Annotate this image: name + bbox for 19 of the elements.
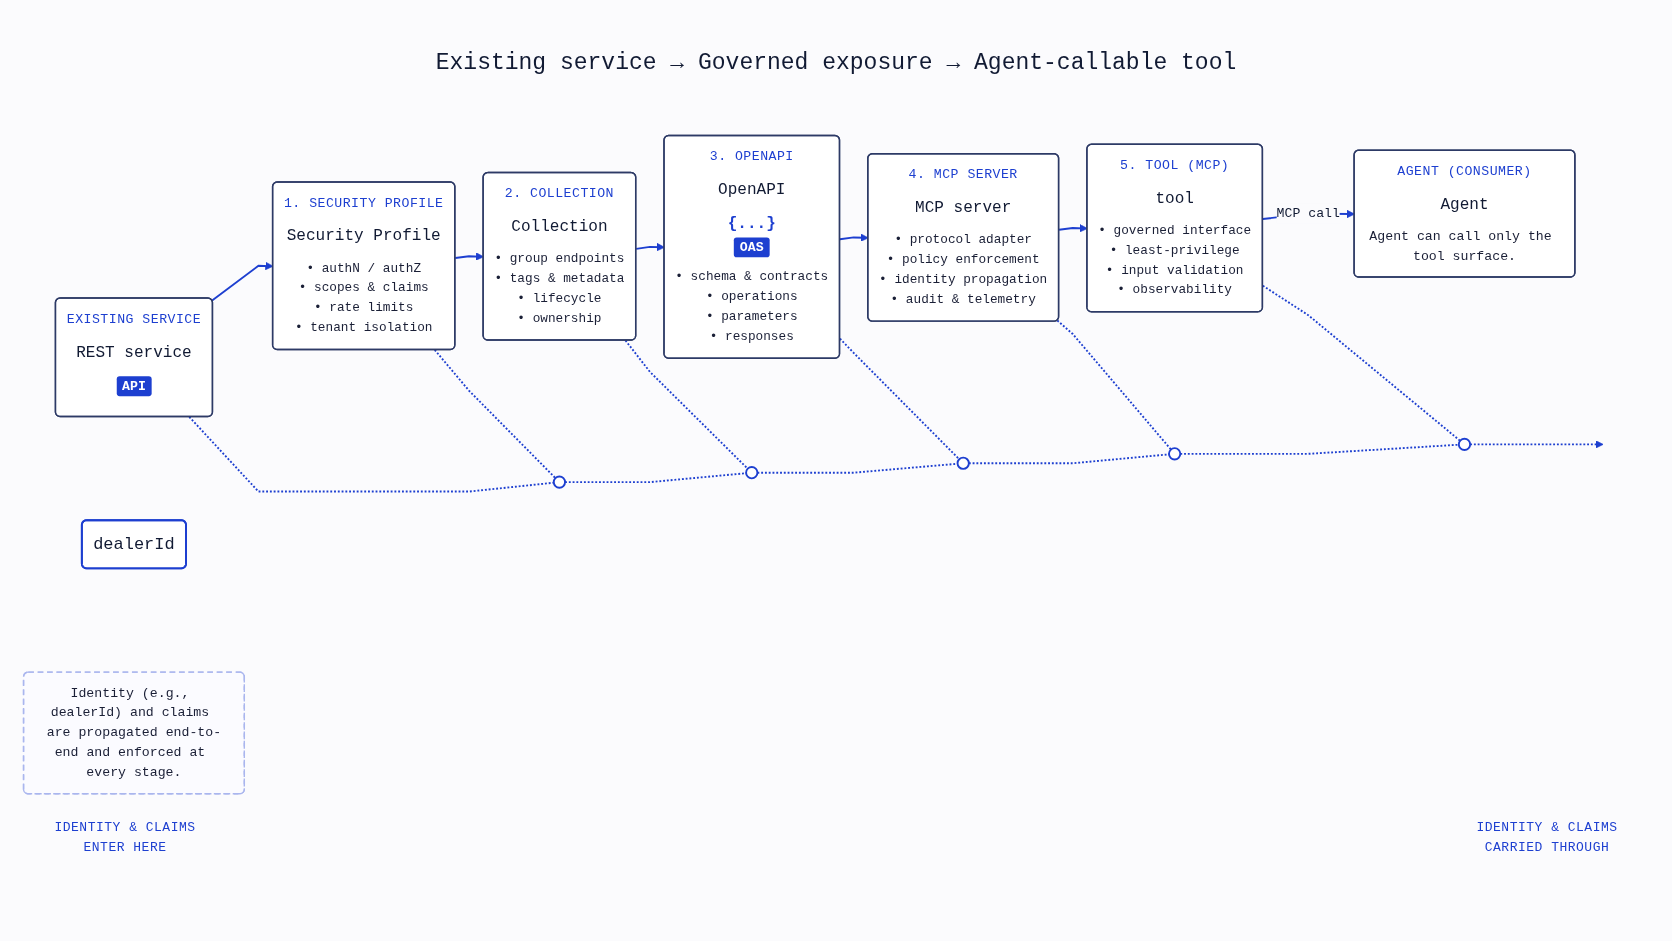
arrow <box>454 252 484 261</box>
connector <box>839 338 961 461</box>
node-circle <box>1168 447 1182 461</box>
connector <box>188 416 555 493</box>
arrow <box>635 243 665 252</box>
node-circle <box>1457 438 1472 452</box>
connector <box>624 339 749 470</box>
side-note: IDENTITY & CLAIMS ENTER HERE <box>53 819 197 857</box>
connector <box>967 453 1170 465</box>
node-circle <box>552 475 566 490</box>
arrow <box>1469 440 1604 449</box>
edge-label: MCP call <box>1276 205 1340 222</box>
node-circle <box>745 466 759 480</box>
connector <box>1056 319 1172 451</box>
node-circle <box>956 456 970 471</box>
side-note: IDENTITY & CLAIMS CARRIED THROUGH <box>1475 819 1619 857</box>
diagram-title: Existing service → Governed exposure → Agent-callable tool <box>435 50 1237 76</box>
connector <box>1179 444 1460 456</box>
connector <box>433 349 557 480</box>
